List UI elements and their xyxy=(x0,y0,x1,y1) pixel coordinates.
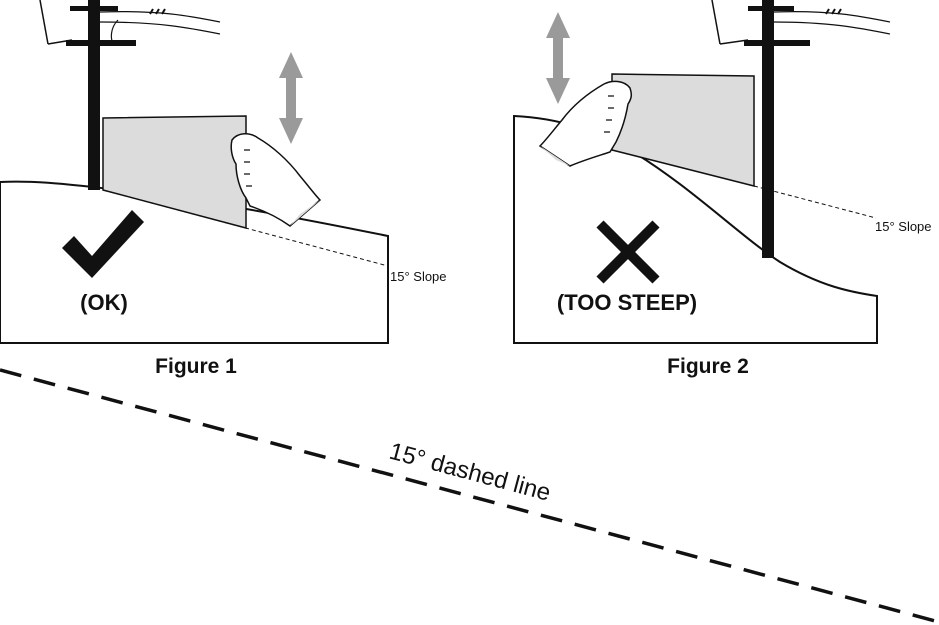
figure-1-caption: Figure 1 xyxy=(155,355,237,378)
figure-2-caption: Figure 2 xyxy=(667,355,749,378)
figure-1: (OK) 15° Slope Figure 1 xyxy=(0,0,447,378)
figure-2-slope-label: 15° Slope xyxy=(875,219,932,234)
check-mark-icon xyxy=(62,210,144,278)
up-down-arrow-icon xyxy=(279,52,303,144)
reference-dashed-line xyxy=(0,368,939,624)
x-mark-icon xyxy=(596,220,660,284)
figure-1-status: (OK) xyxy=(80,290,128,315)
up-down-arrow-icon xyxy=(546,12,570,104)
reference-line-label: 15° dashed line xyxy=(386,438,553,507)
utility-pole-icon xyxy=(39,0,221,190)
figure-2-slope-line xyxy=(753,185,877,219)
utility-pole-icon xyxy=(711,0,891,258)
figure-1-slope-label: 15° Slope xyxy=(390,269,447,284)
figure-2: (TOO STEEP) 15° Slope Figure 2 xyxy=(513,0,932,378)
figure-2-status: (TOO STEEP) xyxy=(557,290,697,315)
figure-1-slope-line xyxy=(102,189,389,267)
